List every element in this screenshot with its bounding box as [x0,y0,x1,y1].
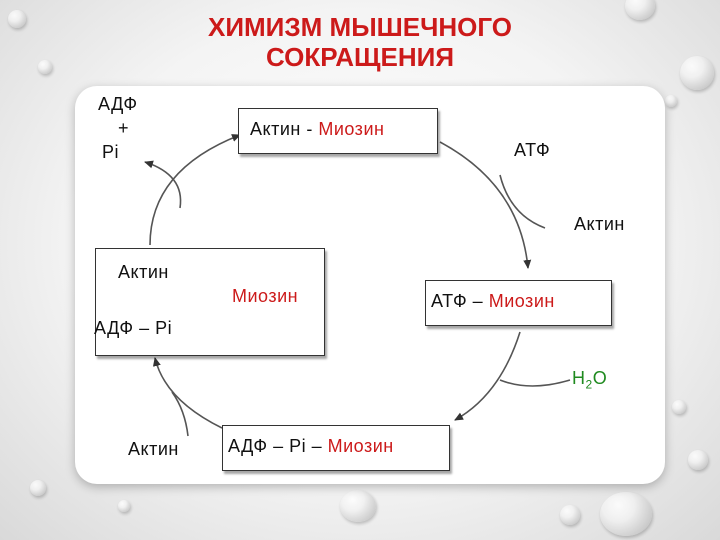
atp-text: АТФ – [431,291,489,311]
arrow-left-to-top [149,134,241,246]
arrow-right-to-bottom [454,331,521,421]
adp-pi-text: АДФ – Pi – [228,436,328,456]
arrow-actin-in [171,391,189,437]
atp-myosin-box [425,280,612,326]
water-drop-decoration [672,400,686,414]
water-drop-decoration [625,0,655,20]
water-drop-decoration [680,56,714,90]
arrow-adp-pi-out [144,160,182,209]
water-h: H [572,368,586,388]
myosin-text: Миозин [327,436,394,456]
left-myosin-label: Миозин [232,286,299,306]
water-drop-decoration [118,500,130,512]
water-label: H2O [572,368,607,392]
atp-myosin-label: АТФ – Миозин [431,291,555,312]
water-o: O [592,368,608,388]
water-sub: 2 [585,377,593,392]
title-line-1: ХИМИЗМ МЫШЕЧНОГО [207,12,512,42]
water-drop-decoration [665,95,677,107]
actin-myosin-adp-box [95,248,325,356]
adp-pi-myosin-box [222,425,450,471]
actin-binding-label: Актин [128,439,179,459]
water-drop-decoration [560,505,580,525]
arrow-water-in [499,379,571,387]
adp-pi-myosin-label: АДФ – Pi – Миозин [228,436,394,457]
products-label: АДФ + Pi [98,92,138,164]
plus-text: + [118,118,130,138]
water-drop-decoration [600,492,652,536]
actin-myosin-label: Актин - Миозин [250,119,384,140]
water-drop-decoration [30,480,46,496]
arrow-top-to-right [439,141,532,269]
myosin-text: Миозин [318,119,385,139]
actin-released-label: Актин [574,214,625,234]
actin-text: Актин [250,119,301,139]
left-adp-pi-label: АДФ – Pi [94,318,173,338]
separator-text: - [300,119,319,139]
atp-label: АТФ [514,140,551,160]
actin-myosin-box [238,108,438,154]
left-actin-label: Актин [118,262,169,282]
water-drop-decoration [340,490,376,522]
slide-title: ХИМИЗМ МЫШЕЧНОГО СОКРАЩЕНИЯ [0,12,720,72]
title-line-2: СОКРАЩЕНИЯ [265,42,455,72]
arrow-bottom-to-left [152,357,223,429]
arrow-atp-in [499,174,546,229]
water-drop-decoration [688,450,708,470]
water-drop-decoration [38,60,52,74]
adp-text: АДФ [98,94,138,114]
myosin-text: Миозин [488,291,555,311]
water-drop-decoration [8,10,26,28]
pi-text: Pi [102,142,120,162]
